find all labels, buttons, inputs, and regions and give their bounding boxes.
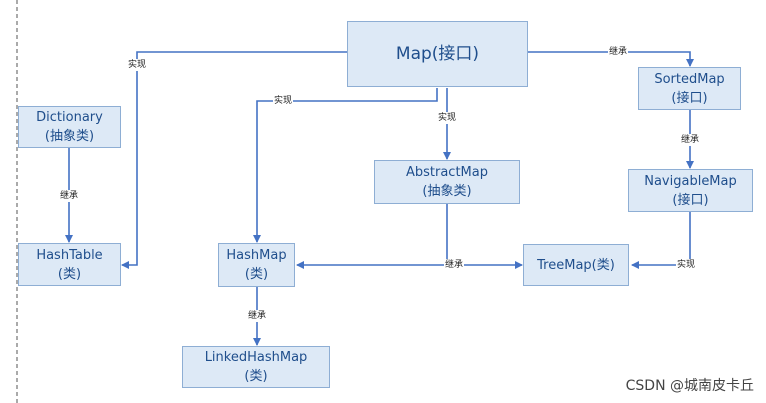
dictionary-label-2: (抽象类) — [44, 129, 95, 144]
csdn-watermark: CSDN @城南皮卡丘 — [625, 378, 754, 394]
hashmap-label-2: (类) — [244, 267, 269, 282]
edge-map-hashmap — [253, 88, 438, 243]
edge-label-hashmap-linkedhashmap: 继承 — [246, 310, 268, 322]
hashtable-node: HashTable (类) — [18, 243, 121, 286]
sortedmap-label-1: SortedMap — [654, 71, 725, 87]
edge-navigablemap-treemap — [631, 212, 691, 269]
linkedhashmap-node: LinkedHashMap (类) — [182, 346, 330, 388]
hashmap-node: HashMap (类) — [218, 243, 295, 287]
edge-label-map-hashtable: 实现 — [126, 59, 148, 71]
edge-label-dictionary-hashtable: 继承 — [58, 190, 80, 202]
edge-label-map-hashmap: 实现 — [272, 95, 294, 107]
edge-label-abstractmap-children: 继承 — [443, 259, 465, 271]
abstractmap-node: AbstractMap (抽象类) — [374, 160, 520, 204]
hashtable-label-2: (类) — [57, 266, 82, 282]
linkedhashmap-label-2: (类) — [244, 369, 268, 384]
edge-map-hashtable — [121, 51, 347, 269]
treemap-node: TreeMap(类) — [523, 244, 629, 286]
sortedmap-label-2: (接口) — [671, 90, 708, 106]
dictionary-label-1: Dictionary — [36, 110, 103, 125]
hashmap-label-1: HashMap — [226, 248, 287, 263]
edge-label-map-abstractmap: 实现 — [436, 112, 458, 124]
edge-label-navigablemap-treemap: 实现 — [675, 259, 697, 271]
sortedmap-node: SortedMap (接口) — [638, 67, 741, 110]
treemap-label: TreeMap(类) — [537, 257, 615, 273]
navigablemap-label-1: NavigableMap — [644, 173, 737, 189]
dictionary-node: Dictionary (抽象类) — [18, 106, 121, 148]
map-node-label: Map(接口) — [395, 43, 480, 64]
linkedhashmap-label-1: LinkedHashMap — [204, 350, 308, 365]
edge-map-sortedmap — [528, 51, 694, 67]
edge-label-sortedmap-navigablemap: 继承 — [679, 134, 701, 146]
hashtable-label-1: HashTable — [36, 247, 103, 263]
navigablemap-node: NavigableMap (接口) — [628, 169, 753, 212]
abstractmap-label-1: AbstractMap — [405, 165, 488, 180]
map-interface-node: Map(接口) — [347, 21, 528, 87]
edge-label-map-sortedmap: 继承 — [607, 46, 629, 58]
abstractmap-label-2: (抽象类) — [422, 184, 472, 199]
navigablemap-label-2: (接口) — [672, 192, 709, 208]
